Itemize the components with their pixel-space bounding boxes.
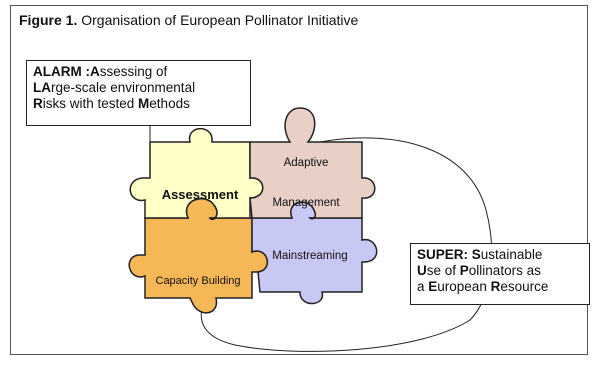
alarm-text-run: ALARM : xyxy=(33,64,90,79)
super-text-run: uropean xyxy=(437,279,491,294)
mainstreaming-label: Mainstreaming xyxy=(272,250,347,262)
adaptive-management-piece xyxy=(249,107,376,220)
super-line-2: Use of Pollinators as xyxy=(417,263,583,279)
adaptive-label: Adaptive xyxy=(284,157,329,169)
assessment-label: Assessment xyxy=(162,187,239,202)
figure-caption: Figure 1. Organisation of European Polli… xyxy=(19,12,358,28)
assessment-piece xyxy=(129,128,264,220)
alarm-text-run: rge-scale environmental xyxy=(51,80,196,95)
super-text-run: SUPER: xyxy=(417,247,469,262)
alarm-text-run: M xyxy=(138,96,150,111)
alarm-text-run: A xyxy=(90,64,100,79)
super-text-run: P xyxy=(459,263,469,278)
alarm-line-1: ALARM :Assessing of xyxy=(33,64,244,80)
figure-title: Organisation of European Pollinator Init… xyxy=(81,12,359,28)
alarm-text-run: isks with tested xyxy=(42,96,139,111)
capacity-building-label: Capacity Building xyxy=(156,275,241,287)
super-text-run: ollinators as xyxy=(468,263,541,278)
super-text-run: E xyxy=(428,279,438,294)
super-text-run: esource xyxy=(500,279,549,294)
alarm-line-2: LArge-scale environmental xyxy=(33,80,244,96)
super-text-run: U xyxy=(417,263,427,278)
alarm-text-run: ssessing of xyxy=(99,64,168,79)
alarm-text-run: ethods xyxy=(149,96,190,111)
super-text-run: S xyxy=(471,247,481,262)
super-line-3: a European Resource xyxy=(417,279,583,295)
super-line-1: SUPER: Sustainable xyxy=(417,247,583,263)
super-text-run: a xyxy=(417,279,429,294)
figure-number: Figure 1. xyxy=(19,12,78,28)
alarm-text-run: R xyxy=(33,96,43,111)
super-text-run: se of xyxy=(426,263,460,278)
management-label: Management xyxy=(272,197,340,209)
super-text-run: R xyxy=(490,279,501,294)
alarm-line-3: Risks with tested Methods xyxy=(33,96,244,112)
alarm-text-run: LA xyxy=(33,80,51,95)
super-text-run: ustainable xyxy=(480,247,543,262)
figure-frame: Figure 1. Organisation of European Polli… xyxy=(10,5,588,355)
super-loop-curve xyxy=(200,137,493,352)
